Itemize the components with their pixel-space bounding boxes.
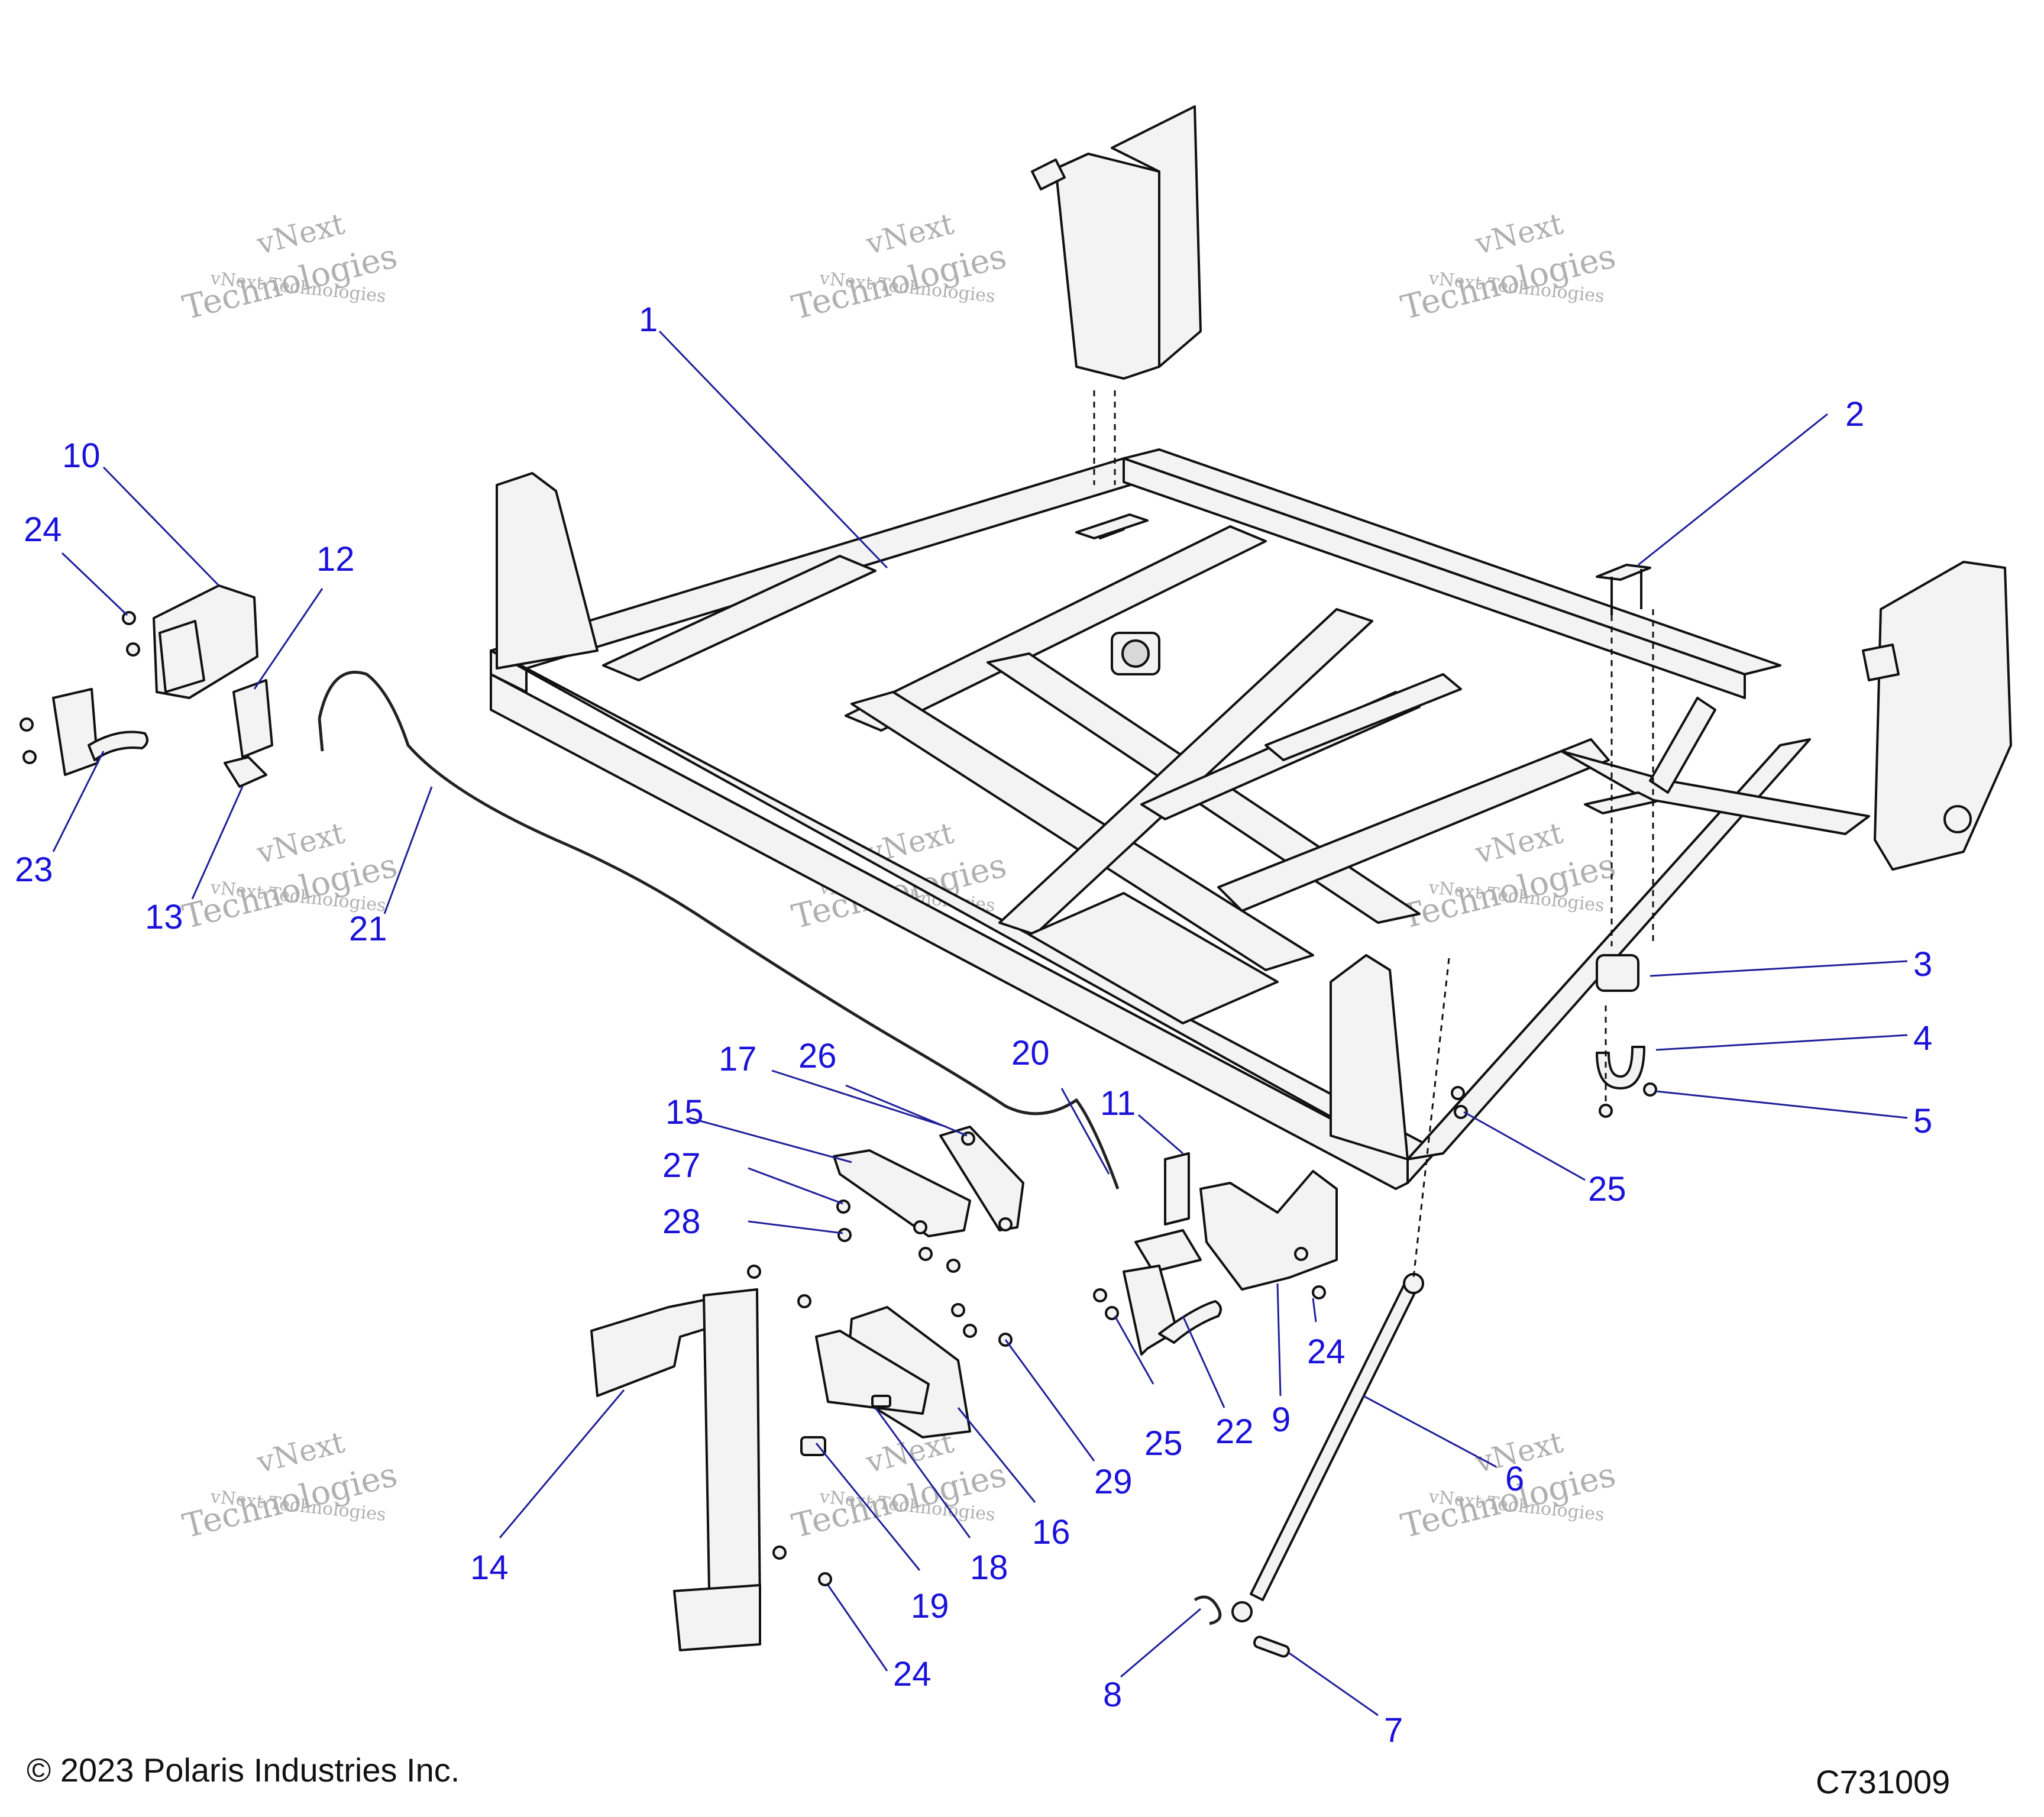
callout-13: 13 [145, 898, 183, 936]
callout-10: 10 [62, 437, 101, 475]
release-cable [318, 671, 1120, 1189]
front-left-upright [496, 472, 599, 670]
callout-11: 11 [1100, 1084, 1136, 1123]
latch-assembly [815, 1330, 930, 1415]
leader-lines [52, 330, 1908, 1716]
callout-29: 29 [1094, 1463, 1133, 1501]
upper-clamp-half [1596, 954, 1639, 992]
callout-25-lower: 25 [1144, 1424, 1183, 1463]
cable-bracket [833, 1149, 971, 1237]
latch-clip [224, 756, 267, 788]
hair-pin-clip [1194, 1595, 1222, 1625]
front-right-upright [1330, 954, 1409, 1160]
callout-25-upper: 25 [1588, 1170, 1626, 1208]
callout-21: 21 [349, 910, 387, 948]
callout-27: 27 [662, 1146, 701, 1185]
callout-12: 12 [316, 540, 355, 578]
lower-clamp-half [1596, 1046, 1645, 1089]
callout-24-left: 24 [24, 510, 62, 549]
cable-bracket-plate [939, 1126, 1024, 1231]
callout-15: 15 [665, 1093, 704, 1131]
callout-4: 4 [1913, 1019, 1932, 1058]
callout-18: 18 [970, 1548, 1008, 1587]
rear-left-upright [1031, 105, 1202, 380]
callout-17: 17 [719, 1040, 757, 1078]
callout-20: 20 [1011, 1034, 1050, 1072]
callout-5: 5 [1913, 1102, 1932, 1140]
bolt-set-right [1093, 1086, 1468, 1320]
callout-8: 8 [1103, 1676, 1122, 1714]
hinge-plate [1134, 1152, 1202, 1273]
hinge-latch [1123, 1265, 1222, 1356]
callout-labels: 1 2 3 4 5 6 7 8 9 10 11 12 13 14 15 16 1… [15, 300, 1932, 1750]
callout-24-bottom: 24 [893, 1655, 932, 1693]
callout-9: 9 [1272, 1401, 1291, 1439]
callout-3: 3 [1913, 945, 1932, 984]
callout-6: 6 [1505, 1460, 1524, 1498]
drawing-number: C731009 [1816, 1763, 1951, 1800]
frame-clamp [1111, 632, 1160, 675]
hinge-bracket [1199, 1170, 1338, 1291]
latch-bracket [153, 584, 258, 699]
callout-23: 23 [15, 851, 53, 889]
assembly-guide-lines [1093, 390, 1654, 1278]
callout-7: 7 [1384, 1711, 1403, 1750]
clamp-bracket [1596, 564, 1651, 615]
striker-bolt [800, 1436, 826, 1456]
callout-26: 26 [798, 1037, 837, 1075]
strut-pin [1253, 1635, 1291, 1658]
cargo-box-frame [490, 448, 1870, 1190]
callout-1: 1 [639, 300, 658, 339]
callout-14: 14 [470, 1548, 509, 1587]
gas-strut [1231, 1273, 1424, 1622]
latch-handle [52, 688, 148, 776]
callout-16: 16 [1032, 1513, 1070, 1551]
copyright-notice: © 2023 Polaris Industries Inc. [27, 1751, 460, 1789]
bolt-set-left [20, 611, 140, 764]
callout-2: 2 [1845, 395, 1864, 434]
latch-plate [232, 679, 273, 758]
release-cable-end [318, 718, 324, 752]
callout-22: 22 [1215, 1412, 1254, 1451]
callout-24-right: 24 [1307, 1333, 1346, 1371]
support-post [590, 1288, 761, 1651]
clamp-nuts [1599, 1082, 1657, 1118]
rear-right-upright [1862, 561, 2012, 871]
callout-19: 19 [911, 1587, 949, 1625]
bolt-set-centre [747, 1131, 1013, 1586]
callout-28: 28 [662, 1202, 701, 1241]
